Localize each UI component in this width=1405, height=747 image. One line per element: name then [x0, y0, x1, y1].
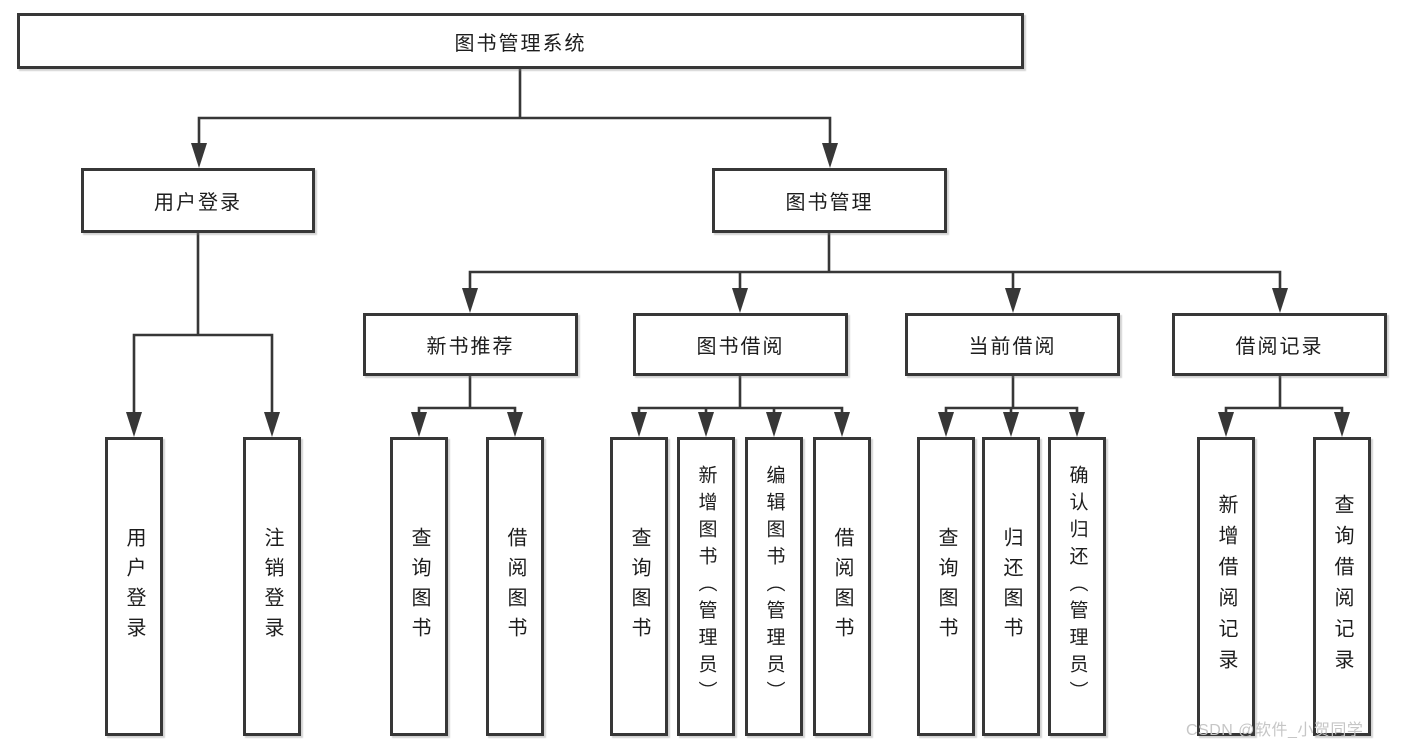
node-label: 归还图书 [1000, 526, 1022, 647]
node-label: 借阅图书 [831, 526, 853, 647]
node-label: 借阅记录 [1235, 336, 1324, 358]
csdn-watermark: CSDN @软件_小贺同学 [1186, 722, 1364, 739]
node-label: 确认归还（管理员） [1066, 465, 1088, 708]
leaf-add-book-admin: 新增图书（管理员） [677, 437, 735, 736]
node-label: 编辑图书（管理员） [763, 465, 785, 708]
node-label: 查询图书 [628, 526, 650, 647]
node-label: 用户登录 [123, 526, 145, 647]
node-label: 用户登录 [154, 192, 242, 214]
node-label: 新书推荐 [426, 336, 515, 358]
node-borrow-records: 借阅记录 [1172, 313, 1387, 376]
leaf-user-login: 用户登录 [105, 437, 163, 736]
node-label: 查询借阅记录 [1331, 493, 1353, 680]
leaf-edit-book-admin: 编辑图书（管理员） [745, 437, 803, 736]
node-user-login: 用户登录 [81, 168, 315, 233]
node-label: 当前借阅 [968, 336, 1057, 358]
leaf-query-borrow-record: 查询借阅记录 [1313, 437, 1371, 736]
node-label: 新增借阅记录 [1215, 493, 1237, 680]
leaf-query-books-current: 查询图书 [917, 437, 975, 736]
node-library-management-system: 图书管理系统 [17, 13, 1024, 69]
node-label: 注销登录 [261, 526, 283, 647]
leaf-borrow-books-borrow: 借阅图书 [813, 437, 871, 736]
node-book-borrow: 图书借阅 [633, 313, 848, 376]
node-new-book-recommend: 新书推荐 [363, 313, 578, 376]
node-label: 借阅图书 [504, 526, 526, 647]
leaf-query-books-borrow: 查询图书 [610, 437, 668, 736]
node-current-borrow: 当前借阅 [905, 313, 1120, 376]
leaf-borrow-books-recommend: 借阅图书 [486, 437, 544, 736]
node-label: 查询图书 [408, 526, 430, 647]
node-label: 查询图书 [935, 526, 957, 647]
leaf-query-books-recommend: 查询图书 [390, 437, 448, 736]
leaf-logout-login: 注销登录 [243, 437, 301, 736]
leaf-confirm-return-admin: 确认归还（管理员） [1048, 437, 1106, 736]
leaf-add-borrow-record: 新增借阅记录 [1197, 437, 1255, 736]
node-label: 图书管理 [785, 192, 874, 214]
node-label: 图书借阅 [696, 336, 785, 358]
leaf-return-book: 归还图书 [982, 437, 1040, 736]
node-label: 图书管理系统 [454, 32, 587, 55]
node-book-management: 图书管理 [712, 168, 947, 233]
node-label: 新增图书（管理员） [695, 465, 717, 708]
